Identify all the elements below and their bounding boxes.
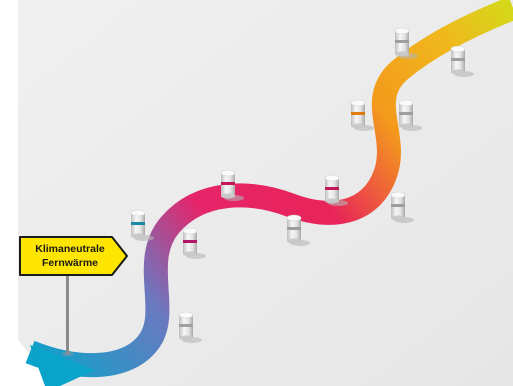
bollard-crimson xyxy=(220,169,244,201)
sign-post-shadow xyxy=(62,352,74,356)
road-ribbon xyxy=(25,0,513,378)
bollard-grey-3 xyxy=(390,191,414,223)
signpost: Klimaneutrale Fernwärme xyxy=(19,236,128,276)
sign-post xyxy=(66,272,69,354)
bollard-grey-6 xyxy=(450,45,474,77)
bollard-rose xyxy=(324,174,348,206)
bollard-grey-4 xyxy=(398,99,422,131)
bollard-grey-5 xyxy=(394,27,418,59)
sign-line-2: Fernwärme xyxy=(42,257,98,269)
bollards-group xyxy=(130,27,474,343)
bollard-grey-2 xyxy=(286,214,310,246)
road-start-wedge xyxy=(30,345,95,386)
bollard-magenta-1 xyxy=(182,227,206,259)
sign-line-1: Klimaneutrale xyxy=(35,243,105,255)
bollard-teal xyxy=(130,209,154,241)
sign-board xyxy=(19,236,128,276)
bollard-orange xyxy=(350,99,374,131)
bollard-grey-1 xyxy=(178,311,202,343)
